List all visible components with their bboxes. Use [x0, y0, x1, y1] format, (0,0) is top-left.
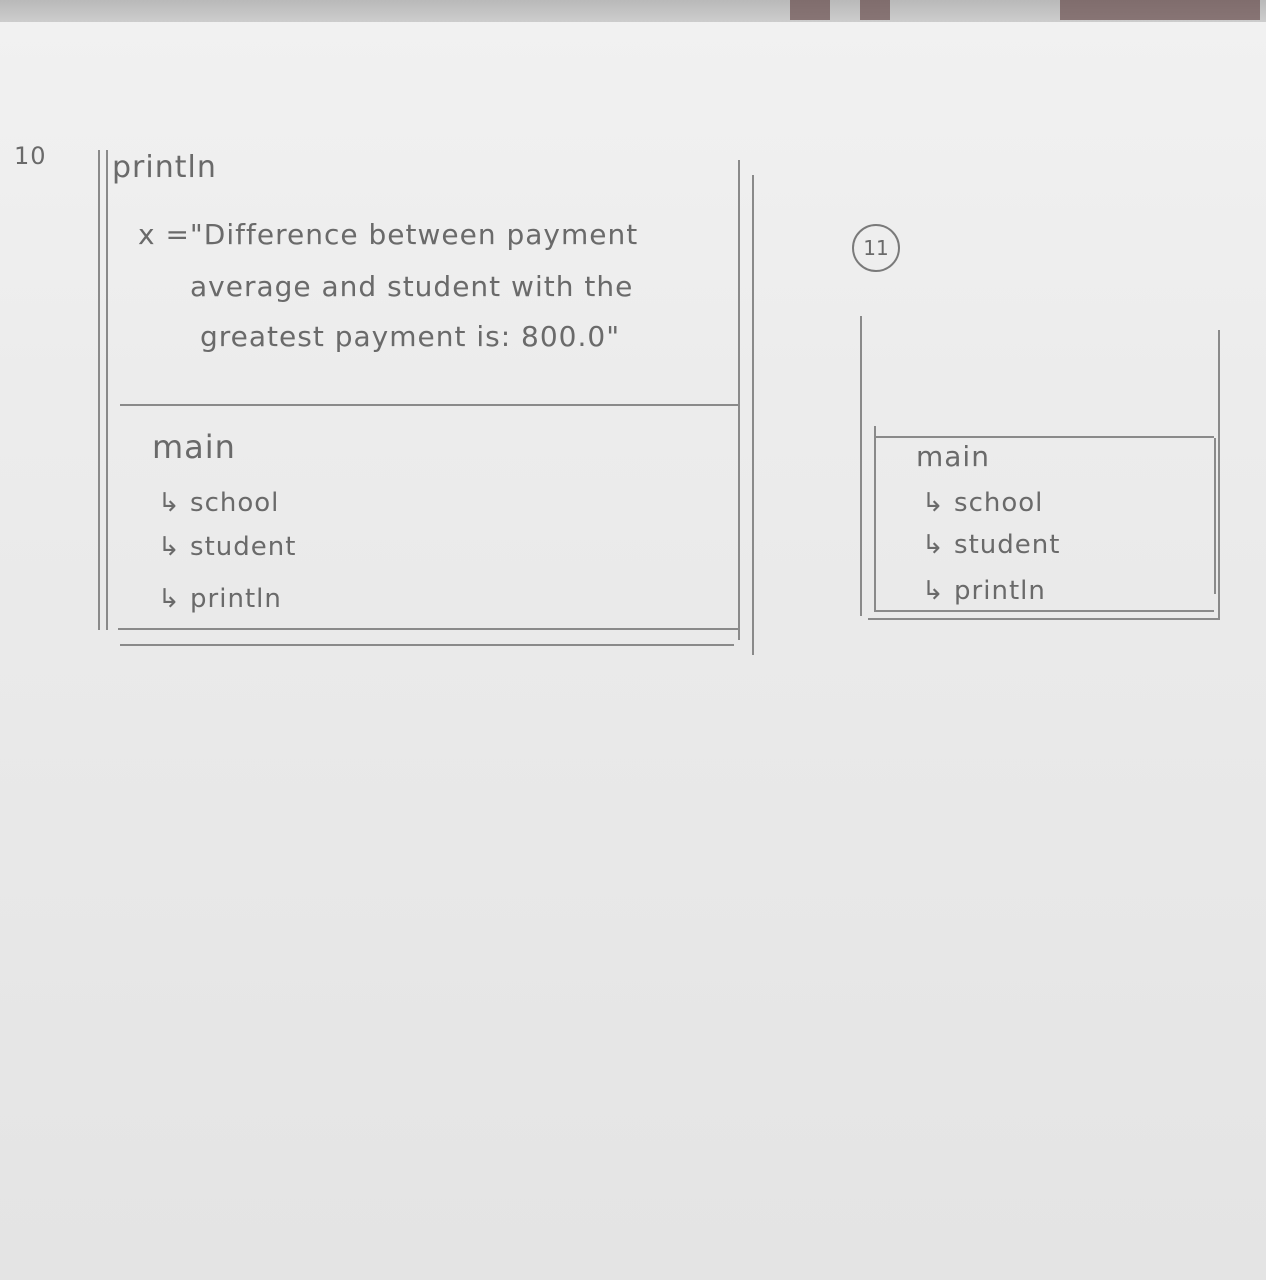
- background-stripe: [790, 0, 830, 20]
- stack-frame-bottom-edge: [120, 644, 734, 646]
- stack-frame-left-edge: [860, 316, 862, 616]
- stack-frame-bottom-edge: [118, 628, 740, 630]
- stack-frame-right-edge: [752, 175, 754, 655]
- stack-frame-left-edge: [106, 150, 108, 630]
- frame-box-right: [1214, 438, 1216, 594]
- diagram-number-circle: 11: [852, 224, 900, 272]
- frame-label-main: main: [152, 428, 236, 466]
- frame-divider: [120, 404, 740, 406]
- stack-frame-right-edge: [738, 160, 740, 640]
- background-stripe: [1060, 0, 1260, 20]
- stack-frame-right-edge: [1218, 330, 1220, 620]
- frame-label-println: println: [112, 150, 217, 185]
- variable-x-line-3: greatest payment is: 800.0": [200, 320, 621, 353]
- diagram-number: 11: [863, 236, 889, 260]
- diagram-number: 10: [14, 142, 47, 170]
- call-item-school: ↳ school: [922, 488, 1044, 518]
- frame-box-top: [874, 436, 1214, 438]
- stack-frame-bottom-edge: [868, 618, 1218, 620]
- call-item-println: ↳ println: [922, 576, 1046, 606]
- background-stripe: [860, 0, 890, 20]
- notebook-paper: [0, 22, 1266, 1280]
- call-item-school: ↳ school: [158, 488, 280, 518]
- call-item-println: ↳ println: [158, 584, 282, 614]
- call-item-student: ↳ student: [922, 530, 1061, 560]
- frame-box-bottom: [876, 610, 1214, 612]
- frame-label-main: main: [916, 440, 990, 473]
- variable-x-line-2: average and student with the: [190, 270, 634, 303]
- stack-frame-left-edge: [98, 150, 100, 630]
- frame-box-left: [874, 426, 876, 612]
- variable-x-line-1: x ="Difference between payment: [138, 218, 639, 251]
- call-item-student: ↳ student: [158, 532, 297, 562]
